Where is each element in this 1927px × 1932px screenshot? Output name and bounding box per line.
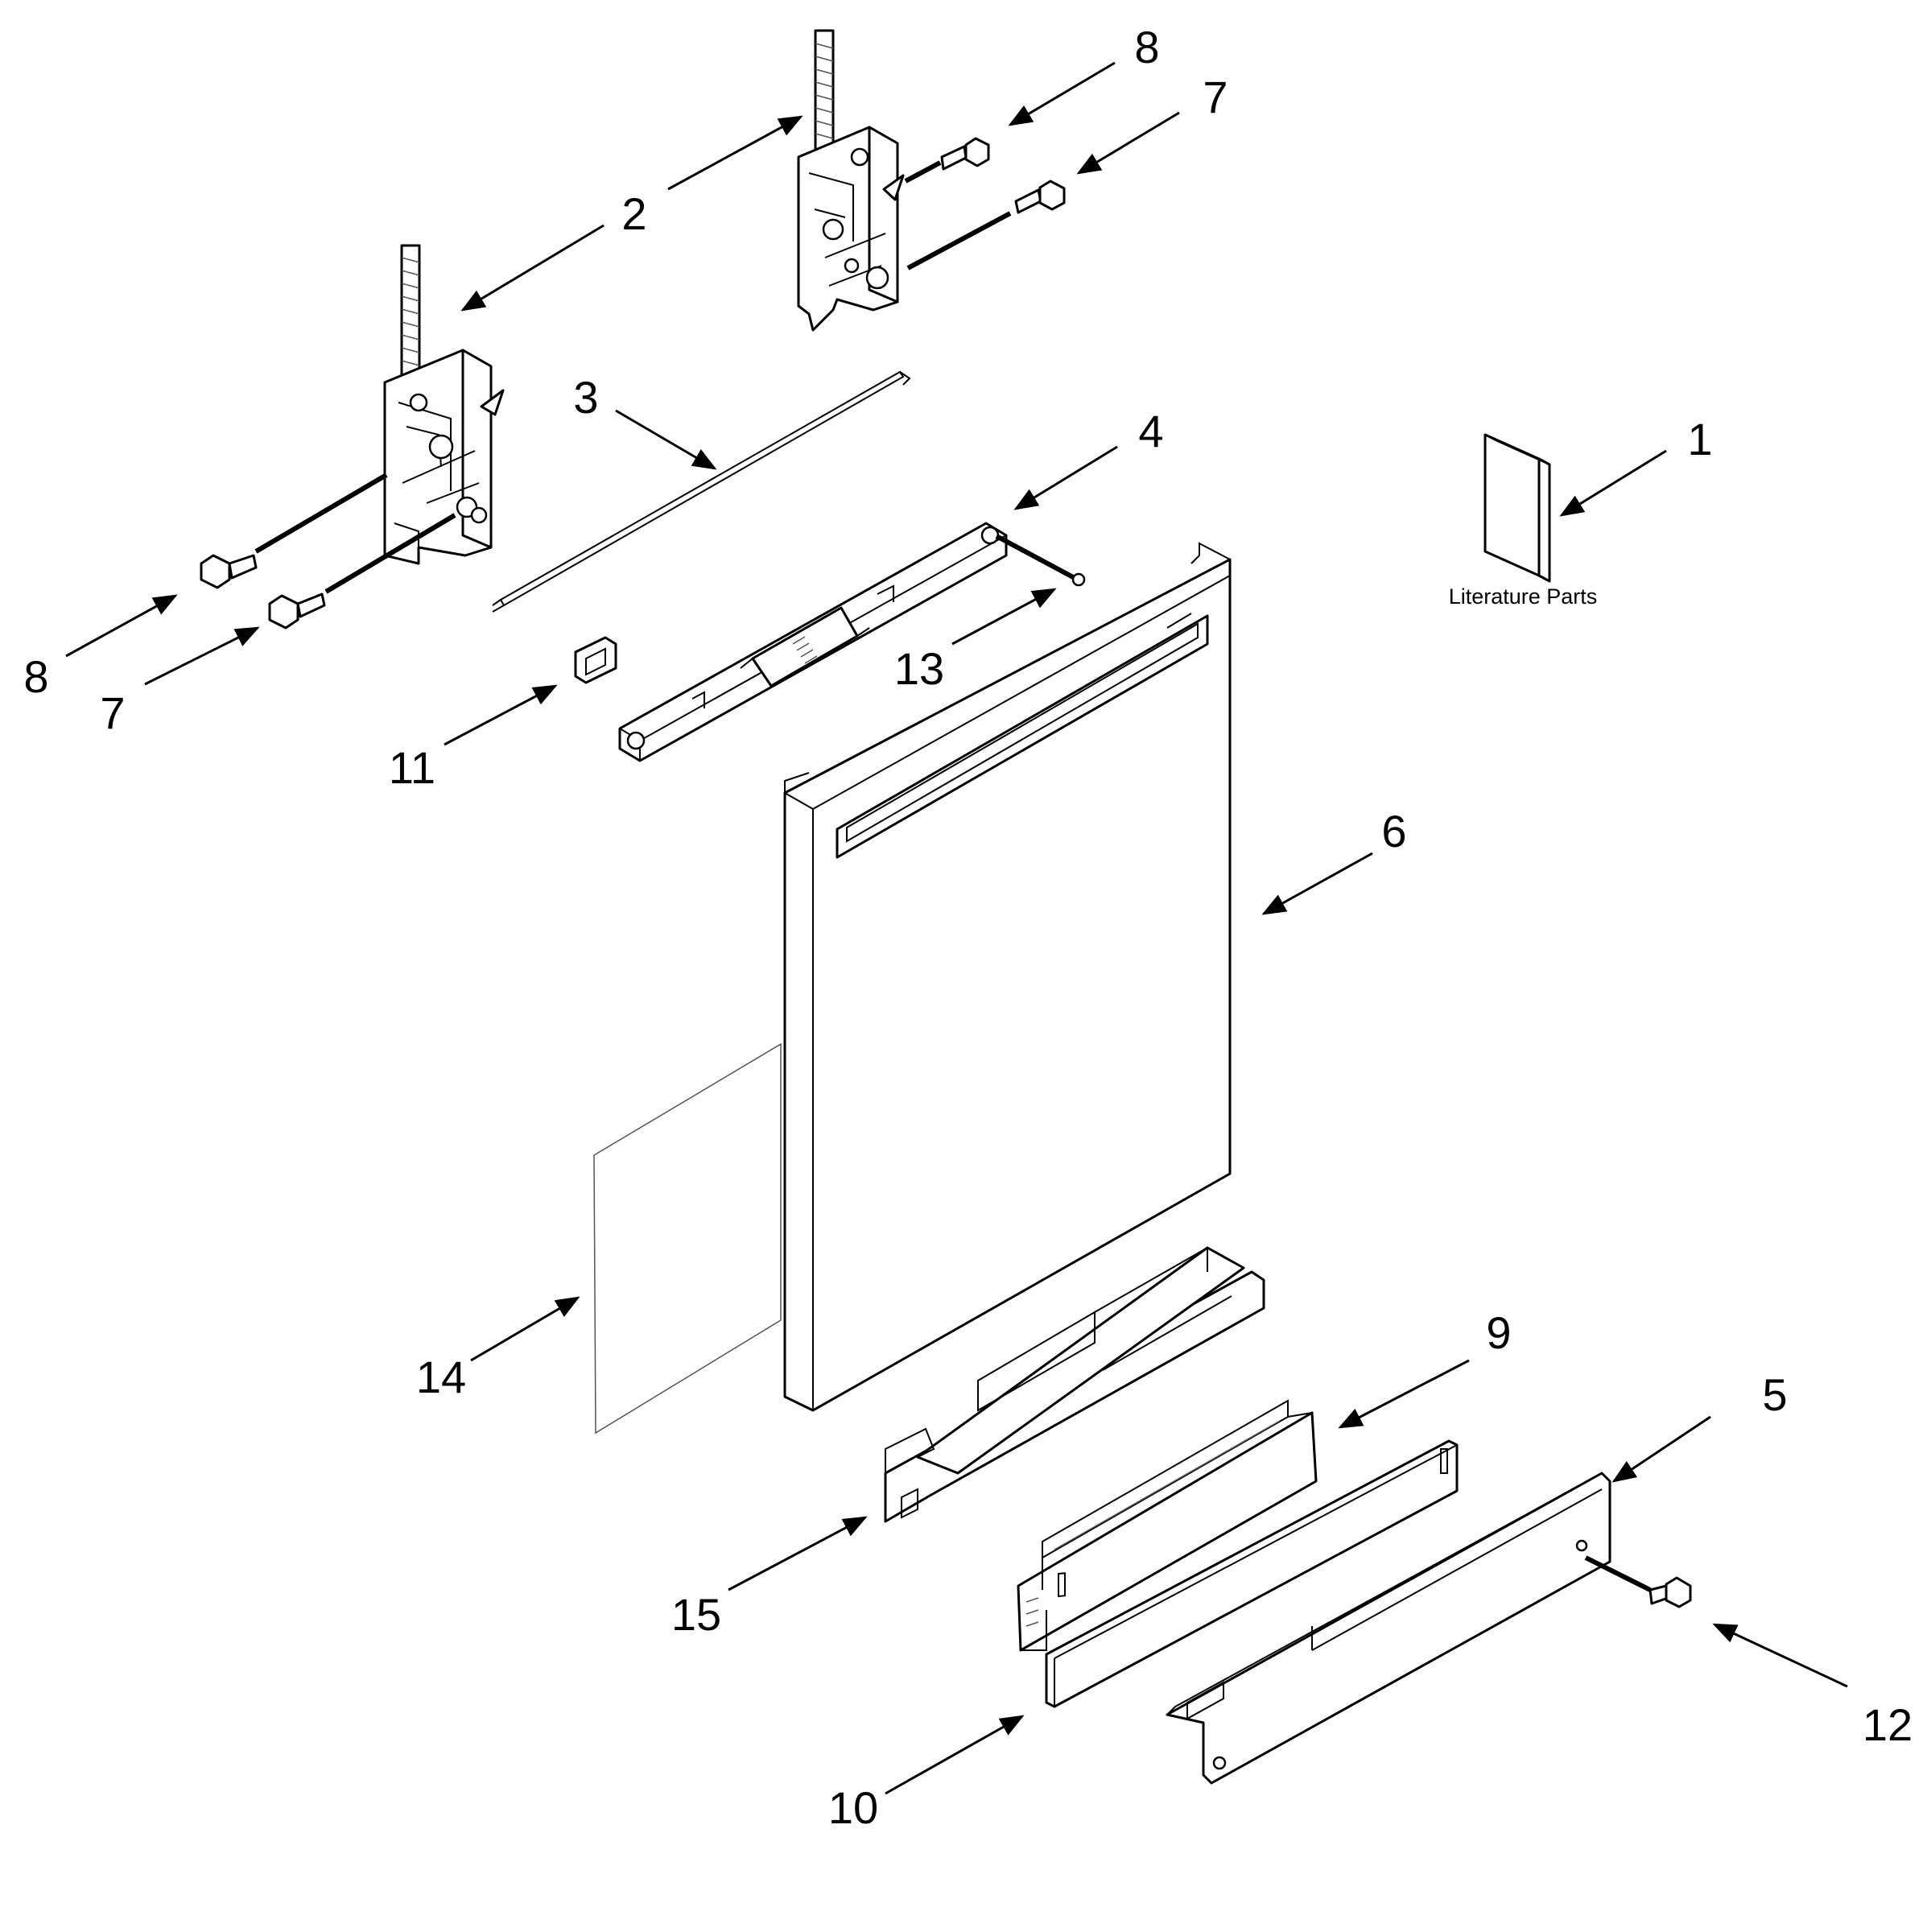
callout-7-right: 7 bbox=[1203, 72, 1228, 122]
callout-11: 11 bbox=[389, 742, 435, 793]
insulation-panel bbox=[593, 1042, 782, 1435]
leader-arrow-7-left bbox=[144, 626, 260, 686]
callout-12: 12 bbox=[1863, 1699, 1913, 1750]
lower-foam-block bbox=[1017, 1399, 1318, 1652]
callout-7-left: 7 bbox=[100, 687, 125, 738]
callout-labels: 1 2 3 4 5 6 7 7 8 8 9 10 11 12 13 14 15 bbox=[23, 22, 1913, 1833]
leader-arrow-3 bbox=[615, 409, 717, 470]
callout-2: 2 bbox=[621, 188, 646, 239]
literature-booklet bbox=[1483, 433, 1551, 583]
callout-14: 14 bbox=[416, 1352, 466, 1402]
tension-rod bbox=[492, 370, 911, 613]
left-screw-7 bbox=[268, 513, 456, 630]
right-hinge-assembly bbox=[797, 29, 905, 332]
callout-6: 6 bbox=[1381, 806, 1406, 857]
leader-arrow-15 bbox=[728, 1516, 868, 1591]
leader-arrow-2-right bbox=[667, 115, 803, 191]
lower-bracket bbox=[1166, 1472, 1611, 1785]
leader-arrow-4 bbox=[1013, 445, 1118, 510]
small-screw-13 bbox=[995, 534, 1086, 587]
leader-arrows bbox=[65, 61, 1848, 1795]
leader-arrow-13 bbox=[951, 588, 1057, 646]
left-hinge-assembly bbox=[383, 244, 505, 565]
callout-4: 4 bbox=[1138, 406, 1163, 456]
leader-arrow-9 bbox=[1338, 1359, 1470, 1429]
callout-10: 10 bbox=[828, 1782, 878, 1833]
callout-3: 3 bbox=[573, 372, 598, 423]
leader-arrow-8-left bbox=[65, 594, 178, 658]
clip-part bbox=[574, 636, 617, 684]
leader-arrow-6 bbox=[1261, 852, 1373, 915]
left-screw-8 bbox=[200, 473, 388, 589]
literature-parts-caption: Literature Parts bbox=[1449, 584, 1598, 609]
callout-8-right: 8 bbox=[1134, 22, 1159, 72]
leader-arrow-2-left bbox=[460, 224, 605, 312]
callout-9: 9 bbox=[1486, 1307, 1511, 1358]
leader-arrow-5 bbox=[1611, 1415, 1711, 1483]
upper-foam-block bbox=[884, 1246, 1265, 1523]
callout-1: 1 bbox=[1687, 414, 1712, 464]
callout-8-left: 8 bbox=[23, 651, 48, 702]
callout-15: 15 bbox=[671, 1589, 721, 1640]
right-screw-8 bbox=[904, 137, 990, 184]
right-screw-7 bbox=[906, 180, 1066, 270]
latch-handle-assembly bbox=[618, 522, 1008, 762]
leader-arrow-11 bbox=[444, 684, 558, 746]
bracket-screw-12 bbox=[1584, 1555, 1692, 1608]
leader-arrow-12 bbox=[1712, 1623, 1848, 1688]
leader-arrow-14 bbox=[470, 1296, 580, 1362]
callout-13: 13 bbox=[894, 643, 944, 694]
leader-arrow-10 bbox=[885, 1715, 1025, 1795]
leader-arrow-7-right bbox=[1076, 111, 1180, 175]
callout-5: 5 bbox=[1762, 1369, 1787, 1420]
outer-door-panel bbox=[783, 542, 1232, 1412]
kick-plate bbox=[1045, 1439, 1459, 1708]
leader-arrow-8-right bbox=[1008, 61, 1116, 126]
leader-arrow-1 bbox=[1559, 449, 1667, 517]
